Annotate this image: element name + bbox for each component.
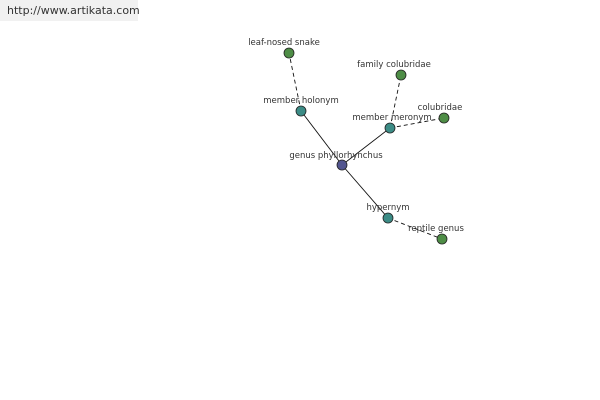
node-member-holonym[interactable] bbox=[295, 105, 307, 117]
edge-center-member-holonym bbox=[300, 110, 343, 166]
node-genus-phyllorhynchus[interactable] bbox=[336, 159, 348, 171]
edge-member-meronym-family-colubridae bbox=[389, 74, 402, 129]
edge-hypernym-reptile-genus bbox=[387, 217, 443, 240]
label-family-colubridae: family colubridae bbox=[357, 60, 431, 70]
edge-member-meronym-colubridae bbox=[389, 117, 445, 129]
label-hypernym: hypernym bbox=[366, 203, 409, 213]
label-leaf-nosed-snake: leaf-nosed snake bbox=[248, 38, 320, 48]
node-leaf-nosed-snake[interactable] bbox=[283, 47, 295, 59]
label-reptile-genus: reptile genus bbox=[408, 224, 464, 234]
site-url-banner[interactable]: http://www.artikata.com bbox=[0, 0, 140, 21]
edge-member-holonym-leaf-nosed-snake bbox=[288, 52, 302, 112]
node-hypernym[interactable] bbox=[382, 212, 394, 224]
label-member-holonym: member holonym bbox=[263, 96, 338, 106]
node-colubridae[interactable] bbox=[438, 112, 450, 124]
node-reptile-genus[interactable] bbox=[436, 233, 448, 245]
label-member-meronym: member meronym bbox=[352, 113, 431, 123]
label-colubridae: colubridae bbox=[418, 103, 463, 113]
node-member-meronym[interactable] bbox=[384, 122, 396, 134]
label-genus-phyllorhynchus: genus phyllorhynchus bbox=[289, 151, 383, 161]
edge-center-member-meronym bbox=[341, 127, 391, 166]
edge-center-hypernym bbox=[341, 164, 389, 219]
node-family-colubridae[interactable] bbox=[395, 69, 407, 81]
